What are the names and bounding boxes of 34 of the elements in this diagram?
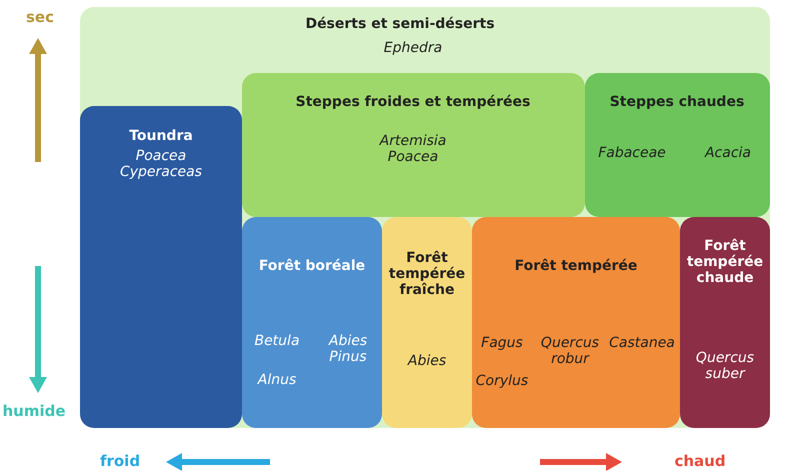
biome-box bbox=[242, 73, 585, 217]
biome-name: Forêt tempérée chaude bbox=[686, 238, 764, 286]
plant-taxon: Artemisia Poacea bbox=[380, 133, 446, 166]
plant-taxon: Quercus suber bbox=[696, 350, 754, 382]
plant-taxon: Alnus bbox=[258, 372, 296, 388]
axis-label: froid bbox=[100, 452, 140, 470]
biome-box bbox=[472, 217, 680, 428]
biome-box bbox=[80, 106, 242, 428]
plant-taxon: Poacea Cyperaceas bbox=[120, 148, 202, 180]
biome-name: Steppes chaudes bbox=[610, 94, 744, 110]
plant-taxon: Abies bbox=[408, 353, 446, 370]
biome-box bbox=[680, 217, 770, 428]
plant-taxon: Castanea bbox=[609, 335, 675, 352]
biome-box bbox=[242, 217, 382, 428]
biome-name: Forêt tempérée bbox=[514, 258, 638, 274]
axis-label: chaud bbox=[674, 452, 726, 470]
plant-taxon: Fabaceae bbox=[598, 145, 666, 162]
axis-label: sec bbox=[26, 8, 54, 26]
biome-name: Forêt boréale bbox=[258, 258, 366, 274]
plant-taxon: Acacia bbox=[704, 145, 752, 162]
plant-taxon: Corylus bbox=[476, 373, 528, 390]
biome-name: Steppes froides et tempérées bbox=[296, 94, 530, 110]
plant-taxon: Abies Pinus bbox=[328, 333, 368, 366]
biome-box bbox=[80, 7, 770, 428]
plant-taxon: Ephedra bbox=[384, 40, 442, 56]
plant-taxon: Fagus bbox=[481, 335, 523, 352]
axis-label: humide bbox=[2, 402, 66, 420]
plant-taxon: Betula bbox=[254, 333, 300, 350]
biome-box bbox=[382, 217, 472, 428]
biome-box bbox=[585, 73, 770, 217]
biome-name: Déserts et semi-déserts bbox=[305, 16, 495, 32]
biome-name: Toundra bbox=[129, 128, 193, 144]
plant-taxon: Quercus robur bbox=[540, 335, 600, 368]
biome-name: Forêt tempérée fraîche bbox=[388, 250, 466, 298]
